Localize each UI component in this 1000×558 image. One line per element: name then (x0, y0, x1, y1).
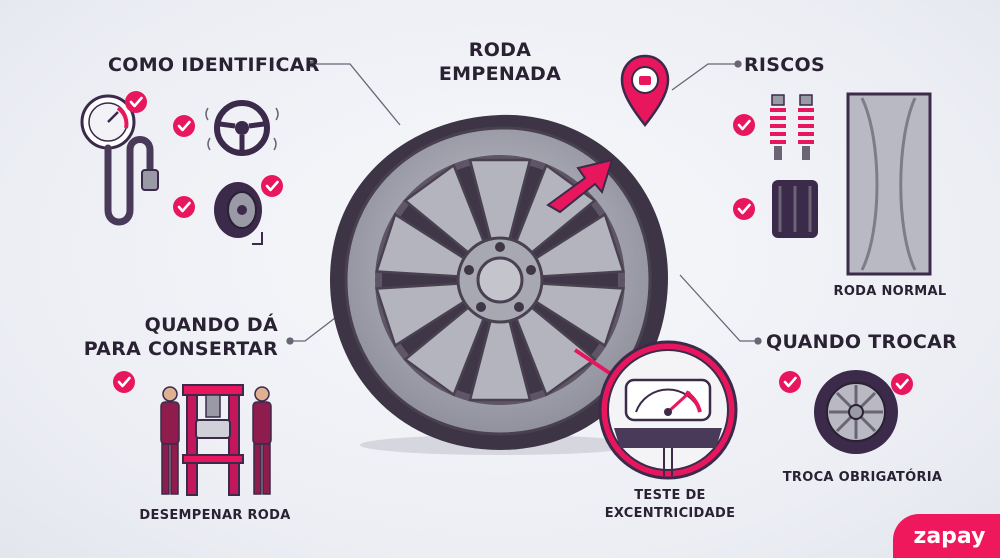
connector-lines (286, 60, 762, 345)
shock-absorber-icon (770, 94, 814, 160)
check-icon (889, 371, 915, 397)
steering-wheel-icon (205, 100, 279, 156)
tread-icon (772, 180, 818, 238)
section-title-replace: QUANDO TROCAR (766, 331, 958, 353)
page-title: RODA EMPENADA (438, 39, 562, 85)
location-pin-icon (620, 54, 670, 128)
check-icon (171, 194, 197, 220)
tire-icon (214, 182, 263, 245)
pressure-gauge-icon (80, 94, 159, 226)
section-title-repair: QUANDO DÁ PARA CONSERTAR (83, 314, 278, 360)
mechanic-icon (160, 386, 272, 495)
check-icon (171, 113, 197, 139)
section-title-identify: COMO IDENTIFICAR (108, 54, 320, 76)
bent-wheel-illustration (330, 114, 668, 455)
check-icon (259, 173, 285, 199)
check-icon (111, 369, 137, 395)
dial-gauge-icon (573, 340, 738, 480)
check-icon (731, 112, 757, 138)
caption-mandatory-swap: TROCA OBRIGATÓRIA (782, 470, 943, 485)
check-icon (777, 369, 803, 395)
caption-eccentricity-test: TESTE DE EXCENTRICIDADE (604, 488, 736, 521)
caption-unbend-wheel: DESEMPENAR RODA (139, 508, 291, 523)
check-icon (731, 196, 757, 222)
check-icon (123, 89, 149, 115)
wheel-icon (814, 370, 898, 454)
arrow-icon (546, 158, 614, 214)
brand-logo: zapay (893, 514, 1000, 558)
rim-profile-icon (846, 92, 932, 276)
section-title-risks: RISCOS (744, 54, 825, 76)
caption-normal-wheel: RODA NORMAL (833, 284, 947, 299)
hydraulic-press-icon (182, 384, 244, 496)
